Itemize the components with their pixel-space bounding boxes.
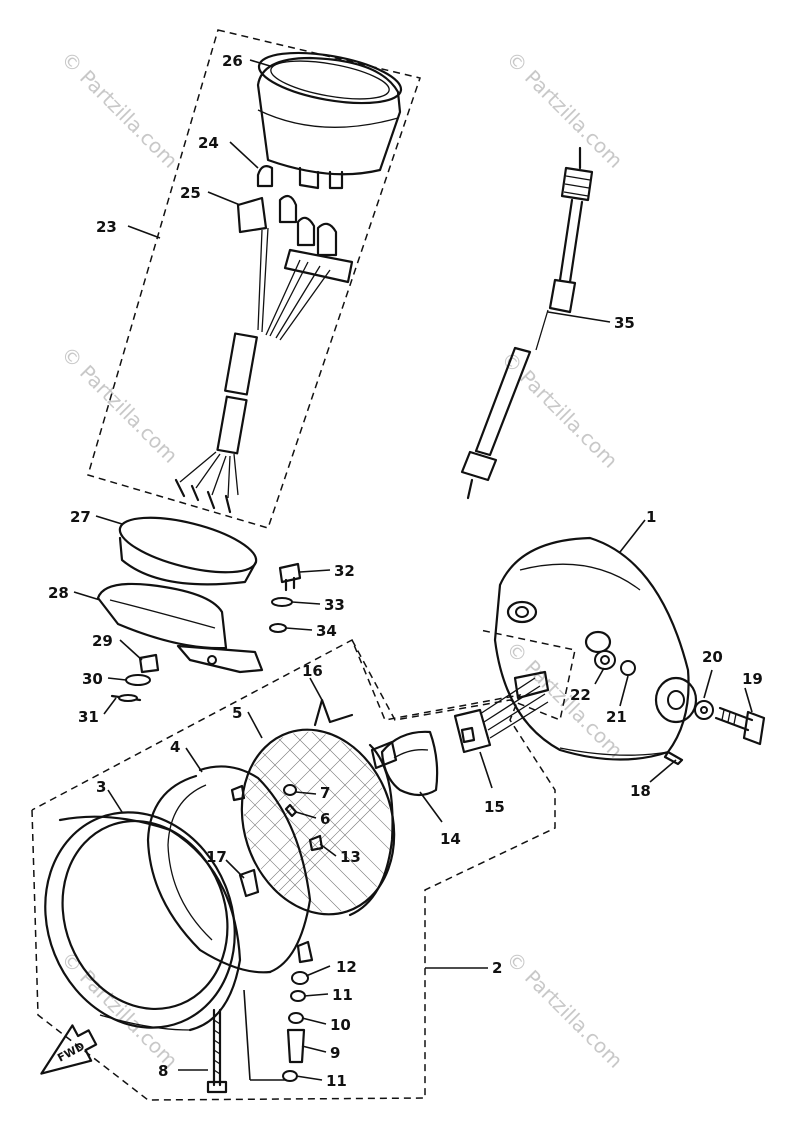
bracket-bolt: [278, 562, 302, 592]
callout-24: 24: [198, 134, 219, 152]
headlight-inner-rim: [146, 765, 314, 974]
callout-7: 7: [320, 784, 330, 802]
callout-5: 5: [232, 704, 242, 722]
callout-8: 8: [158, 1062, 168, 1080]
watermark: © Partzilla.com: [501, 47, 627, 173]
callout-19: 19: [742, 670, 763, 688]
bracket-washer-small: [110, 694, 142, 702]
callout-16: 16: [302, 662, 323, 680]
callout-20: 20: [702, 648, 723, 666]
rim-screw: [206, 1008, 228, 1094]
body-grommet: [594, 650, 616, 670]
callout-31: 31: [78, 708, 99, 726]
headlight-socket: [453, 670, 550, 754]
meter-bulb: [256, 165, 274, 188]
callout-15: 15: [484, 798, 505, 816]
callout-11a: 11: [332, 986, 353, 1004]
adjust-spring: [308, 834, 324, 852]
callout-34: 34: [316, 622, 337, 640]
callout-4: 4: [170, 738, 180, 756]
callout-3: 3: [96, 778, 106, 796]
callout-10: 10: [330, 1016, 351, 1034]
headlight-spring: [313, 698, 354, 727]
meter-group-outline: [87, 29, 421, 529]
bracket-collar: [125, 674, 151, 686]
callout-25: 25: [180, 184, 201, 202]
callout-22: 22: [570, 686, 591, 704]
callout-6: 6: [320, 810, 330, 828]
meter-cushion: [118, 516, 258, 586]
body-screw: [663, 750, 684, 766]
speedometer-meter: [256, 51, 403, 190]
body-collar: [620, 660, 636, 676]
callout-1: 1: [646, 508, 656, 526]
callout-28: 28: [48, 584, 69, 602]
adjust-screw: [284, 803, 298, 818]
callout-13: 13: [340, 848, 361, 866]
bracket-washer: [271, 597, 293, 607]
callout-30: 30: [82, 670, 103, 688]
callout-14: 14: [440, 830, 461, 848]
callout-23: 23: [96, 218, 117, 236]
meter-wire-harness: [174, 194, 354, 514]
callout-2: 2: [492, 959, 502, 977]
watermark: © Partzilla.com: [56, 47, 182, 173]
callout-labels: 1 2 3 4 5 6 7 8 9 10 11 11 12 13 14 15 1…: [48, 52, 763, 1090]
callout-26: 26: [222, 52, 243, 70]
adjust-nut: [283, 784, 297, 796]
callout-11b: 11: [326, 1072, 347, 1090]
headlight-group-outline: [31, 638, 556, 1101]
callout-29: 29: [92, 632, 113, 650]
headlight-outer-rim: [44, 811, 242, 1032]
watermark: © Partzilla.com: [496, 347, 622, 473]
callout-32: 32: [334, 562, 355, 580]
watermark: © Partzilla.com: [56, 342, 182, 468]
forward-arrow: FWD: [40, 1024, 98, 1075]
callout-27: 27: [70, 508, 91, 526]
headlight-body: [493, 536, 698, 761]
bracket-grommet: [138, 653, 160, 674]
speedometer-cable: [460, 146, 594, 500]
callout-18: 18: [630, 782, 651, 800]
callout-35: 35: [614, 314, 635, 332]
watermarks: © Partzilla.com © Partzilla.com © Partzi…: [56, 47, 627, 1073]
rim-clip: [238, 868, 260, 898]
leader-lines: [73, 59, 753, 1081]
watermark: © Partzilla.com: [501, 947, 627, 1073]
socket-cover: [380, 730, 439, 797]
mount-bolt: [714, 706, 766, 746]
callout-9: 9: [330, 1044, 340, 1062]
bracket-nut: [269, 623, 287, 633]
callout-33: 33: [324, 596, 345, 614]
mount-stack: [282, 971, 309, 1082]
callout-12: 12: [336, 958, 357, 976]
mount-washer: [694, 700, 714, 720]
meter-bracket: [96, 582, 264, 674]
callout-21: 21: [606, 708, 627, 726]
callout-17: 17: [206, 848, 227, 866]
